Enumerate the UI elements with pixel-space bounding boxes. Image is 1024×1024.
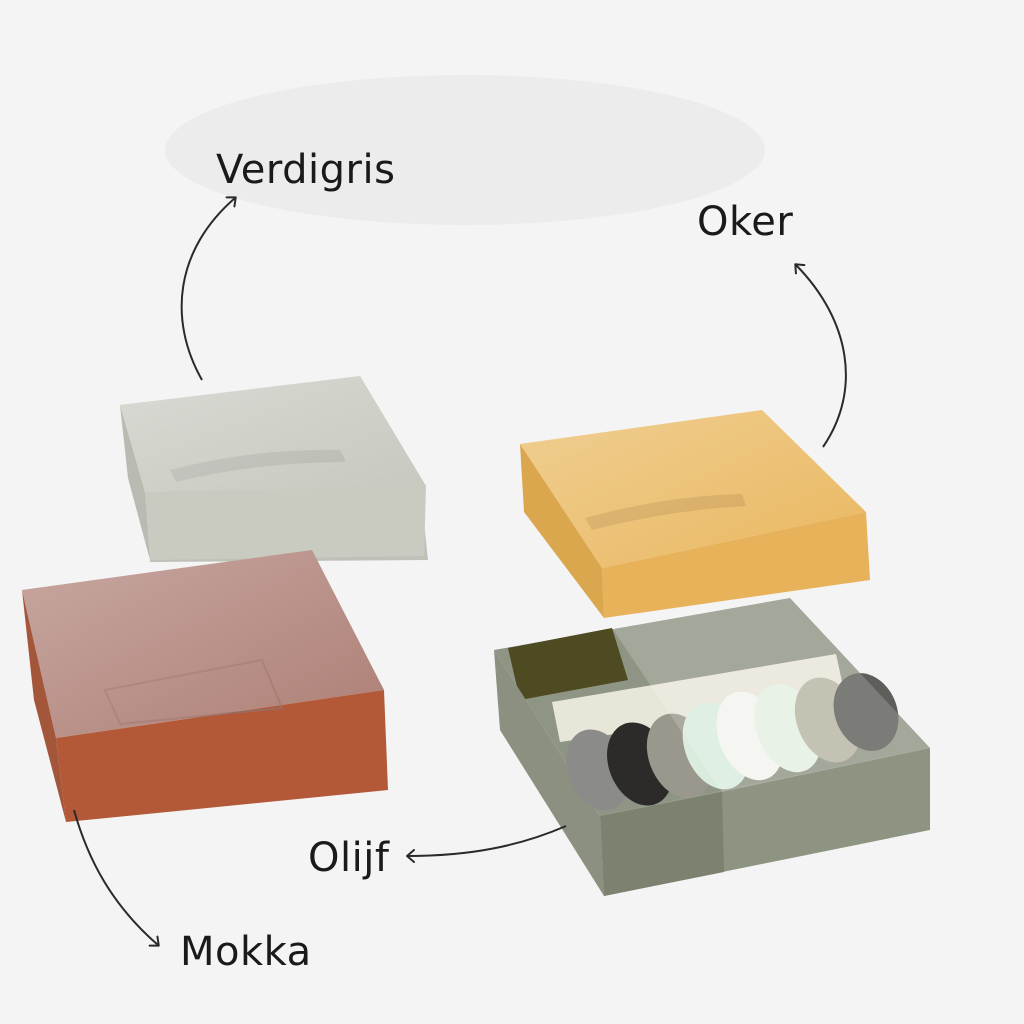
verdigris-arrow [180,196,237,381]
verdigris-label: Verdigris [216,147,396,193]
mokka-box [22,550,388,822]
mokka-box-side [22,590,66,822]
oker-box-side [520,444,604,618]
olijf-box-side [494,650,604,896]
olijf-box-card [552,654,846,742]
oker-label: Oker [697,199,794,245]
mokka-arrow [73,809,160,947]
candy [833,673,899,751]
verdigris-box-side [120,405,150,560]
olijf-arrow [406,825,567,863]
olijf-box-band-front [600,792,724,896]
oker-arrow [794,263,847,448]
olijf-box [494,598,930,896]
background-shadow [165,75,765,225]
oker-box-front [602,512,870,618]
olijf-box-band-top [508,628,628,700]
oker-box [520,410,870,618]
candies [566,673,899,811]
olijf-label: Olijf [308,835,390,881]
verdigris-box [120,376,428,562]
mokka-box-front [56,690,388,822]
verdigris-box-front [145,486,426,560]
mokka-label: Mokka [180,929,312,975]
